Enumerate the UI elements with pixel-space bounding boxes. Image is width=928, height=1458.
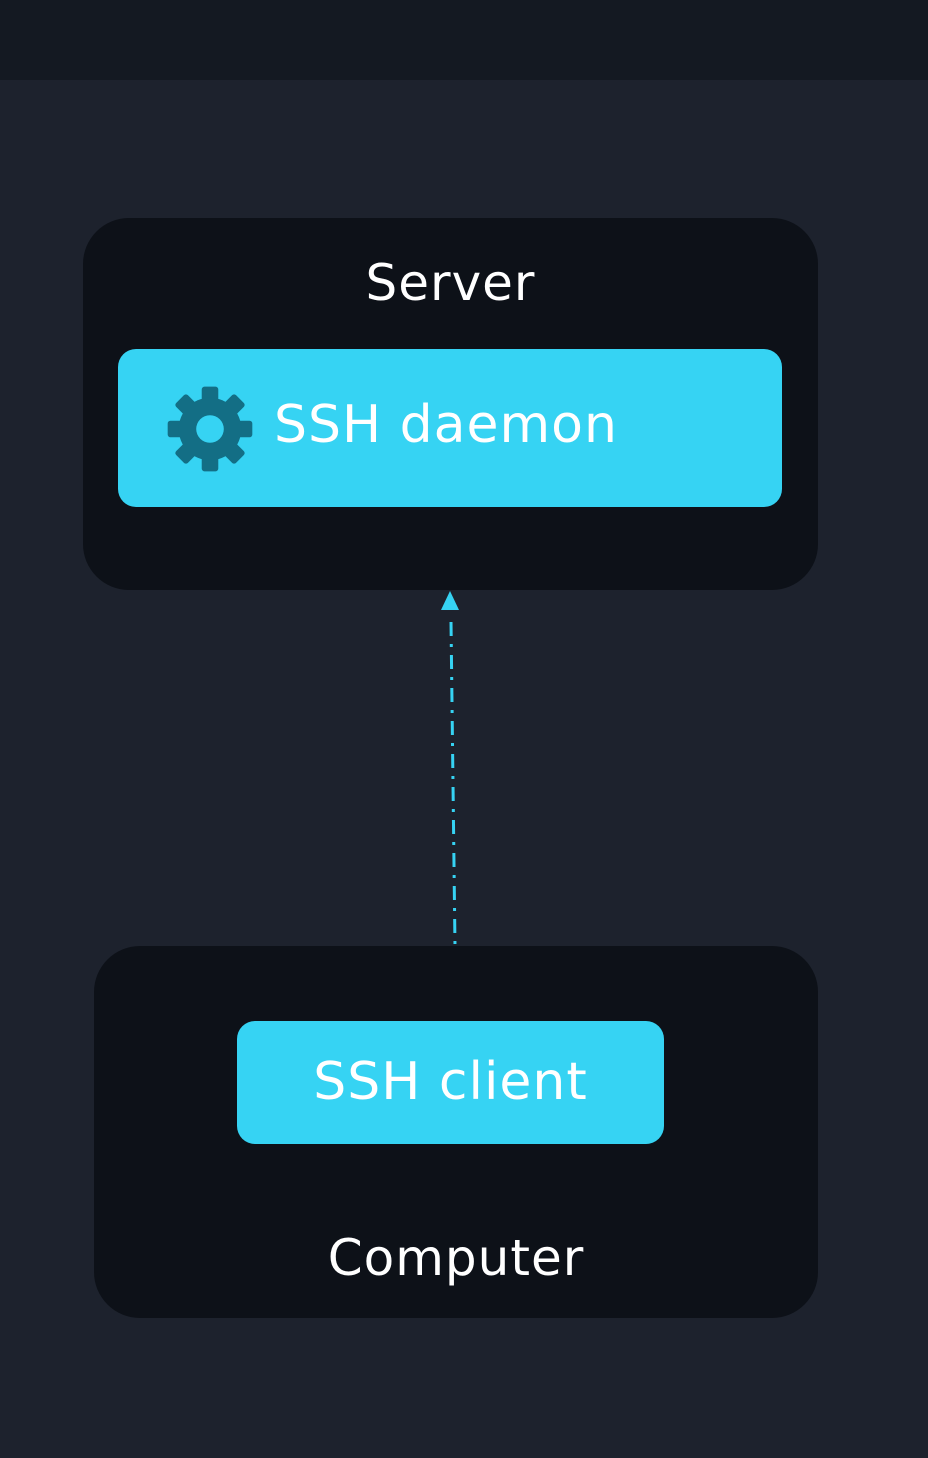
server-title: Server <box>365 254 536 312</box>
top-bar <box>0 0 928 80</box>
gear-icon <box>167 386 253 472</box>
ssh-daemon-box: SSH daemon <box>118 349 782 507</box>
server-node: Server SSH daemon <box>83 218 818 590</box>
computer-title: Computer <box>327 1229 585 1287</box>
ssh-client-label: SSH client <box>313 1052 588 1112</box>
computer-node: SSH client Computer <box>94 946 818 1318</box>
connection-line <box>449 621 457 947</box>
ssh-daemon-label: SSH daemon <box>274 395 618 455</box>
arrow-head <box>441 591 459 610</box>
ssh-client-box: SSH client <box>237 1021 664 1144</box>
